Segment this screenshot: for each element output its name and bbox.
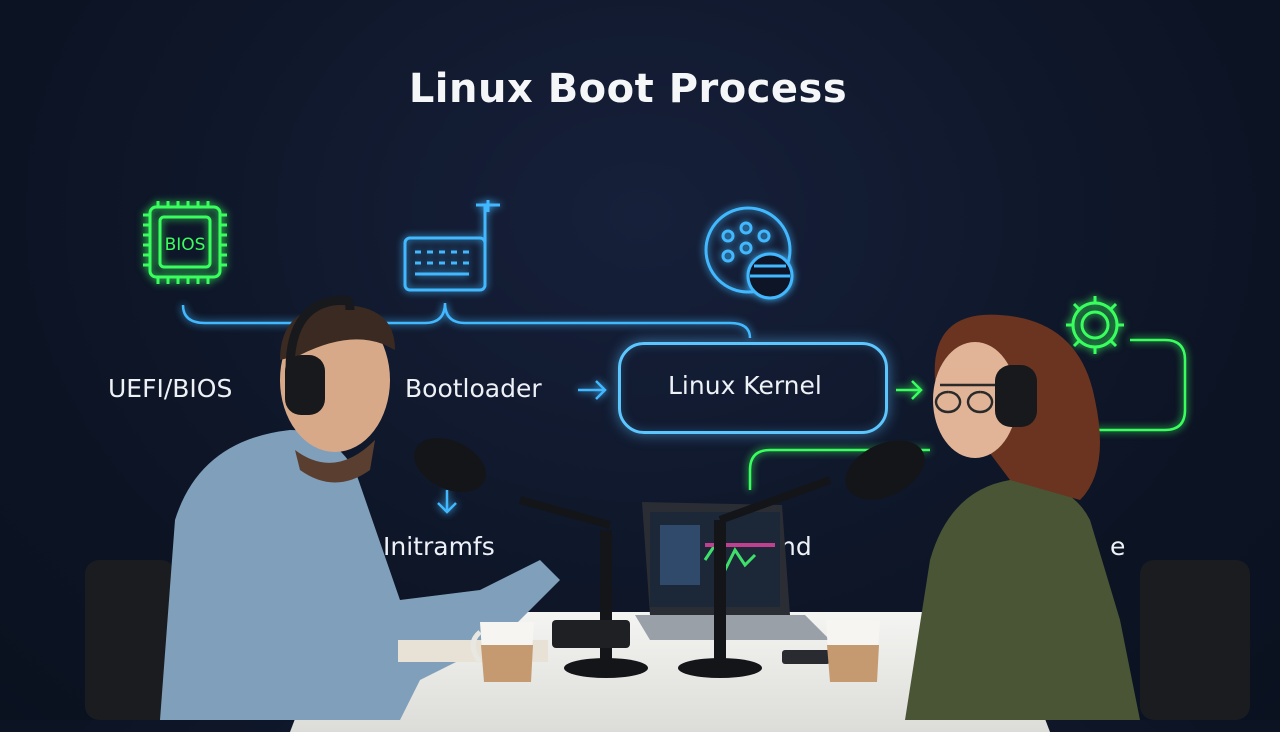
arrow-down-icon [437, 490, 457, 514]
arrow-right-icon [896, 380, 923, 400]
arrow-right-icon [578, 380, 607, 400]
keyboard-icon [403, 200, 500, 292]
stage-uefi-bios-label: UEFI/BIOS [108, 374, 233, 403]
chip-icon [143, 201, 227, 284]
right-host [905, 314, 1140, 720]
userspace-connector-line [1090, 338, 1187, 432]
left-chair [85, 560, 175, 720]
kernel-disc-icon [704, 206, 794, 300]
stage-initramfs-label: Initramfs [383, 532, 495, 561]
gear-icon [1066, 296, 1124, 354]
stage-userspace-label: e [1110, 532, 1126, 561]
left-microphone [414, 437, 648, 678]
right-chair [1140, 560, 1250, 720]
right-coffee-cup [826, 620, 880, 682]
left-coffee-cup [470, 622, 534, 682]
audio-mixer [552, 620, 630, 648]
kernel-stage-box [618, 342, 888, 434]
laptop [635, 502, 830, 640]
chip-label: BIOS [165, 235, 206, 255]
top-connector-line [181, 302, 752, 339]
systemd-connector-line [748, 448, 930, 490]
phone [782, 650, 830, 664]
diagram-title: Linux Boot Process [408, 66, 848, 112]
right-microphone [678, 440, 925, 678]
stage-kernel-label: Linux Kernel [668, 371, 822, 400]
stage-bootloader-label: Bootloader [405, 374, 542, 403]
